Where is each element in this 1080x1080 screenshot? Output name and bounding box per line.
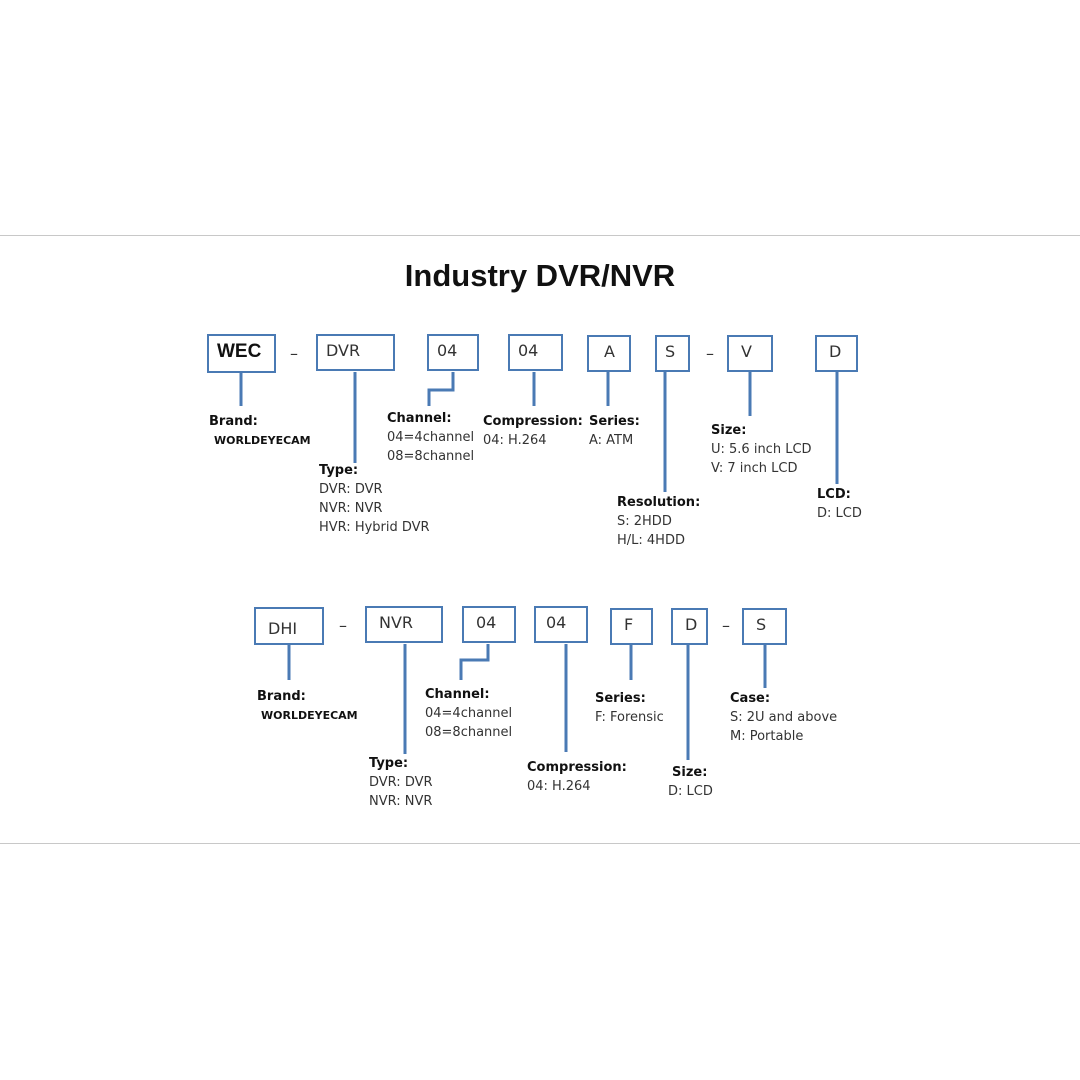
label-heading: Size:	[672, 765, 708, 780]
label-size: Size: U: 5.6 inch LCD V: 7 inch LCD	[711, 421, 812, 478]
label-line: A: ATM	[589, 433, 634, 448]
label-line: 04: H.264	[527, 779, 591, 794]
code-box-size: V	[727, 335, 773, 372]
bottom-rule	[0, 843, 1080, 844]
label-heading: Size:	[711, 423, 747, 438]
code-box-brand: DHI	[254, 607, 324, 645]
code-box-series: A	[587, 335, 631, 372]
separator-dash: –	[290, 344, 298, 363]
label-heading: Series:	[595, 691, 646, 706]
label-heading: Channel:	[425, 687, 490, 702]
label-line: D: LCD	[668, 784, 713, 799]
connector-channel-2	[459, 644, 490, 680]
code-box-size: D	[671, 608, 708, 645]
label-heading: Case:	[730, 691, 771, 706]
code-box-type: NVR	[365, 606, 443, 643]
label-line: 04=4channel	[387, 430, 475, 445]
code-box-lcd: D	[815, 335, 858, 372]
label-line: 08=8channel	[425, 725, 513, 740]
label-line: DVR: DVR	[369, 775, 433, 790]
label-heading: LCD:	[817, 487, 851, 502]
label-case: Case: S: 2U and above M: Portable	[730, 689, 837, 746]
label-line: V: 7 inch LCD	[711, 461, 798, 476]
label-line: DVR: DVR	[319, 482, 383, 497]
separator-dash: –	[722, 616, 730, 635]
code-box-brand: WEC	[207, 334, 276, 373]
label-heading: Brand:	[257, 689, 306, 704]
code-box-resolution: S	[655, 335, 690, 372]
label-series: Series: A: ATM	[589, 412, 640, 450]
label-brand: Brand: WORLDEYECAM	[209, 412, 311, 450]
code-box-channel: 04	[462, 606, 516, 643]
label-line: 04=4channel	[425, 706, 513, 721]
label-line: 08=8channel	[387, 449, 475, 464]
separator-dash: –	[339, 616, 347, 635]
separator-dash: –	[706, 344, 714, 363]
connector-channel-1	[427, 372, 455, 406]
label-line: D: LCD	[817, 506, 862, 521]
code-box-series: F	[610, 608, 653, 645]
label-line: M: Portable	[730, 729, 804, 744]
label-line: WORLDEYECAM	[261, 709, 358, 722]
label-line: 04: H.264	[483, 433, 547, 448]
label-type: Type: DVR: DVR NVR: NVR	[369, 754, 433, 811]
code-box-compression: 04	[508, 334, 563, 371]
label-line: H/L: 4HDD	[617, 533, 685, 548]
label-heading: Type:	[369, 756, 409, 771]
label-line: NVR: NVR	[369, 794, 433, 809]
label-line: S: 2HDD	[617, 514, 672, 529]
code-box-case: S	[742, 608, 787, 645]
label-heading: Type:	[319, 463, 359, 478]
label-line: S: 2U and above	[730, 710, 838, 725]
code-box-compression: 04	[534, 606, 588, 643]
label-compression: Compression: 04: H.264	[527, 758, 627, 796]
label-heading: Series:	[589, 414, 640, 429]
label-resolution: Resolution: S: 2HDD H/L: 4HDD	[617, 493, 700, 550]
label-heading: Compression:	[483, 414, 583, 429]
label-series: Series: F: Forensic	[595, 689, 664, 727]
label-brand: Brand: WORLDEYECAM	[257, 687, 358, 725]
label-line: HVR: Hybrid DVR	[319, 520, 430, 535]
label-size: Size: D: LCD	[668, 763, 713, 801]
label-line: NVR: NVR	[319, 501, 383, 516]
label-channel: Channel: 04=4channel 08=8channel	[387, 409, 474, 466]
label-channel: Channel: 04=4channel 08=8channel	[425, 685, 512, 742]
label-heading: Brand:	[209, 414, 258, 429]
label-line: U: 5.6 inch LCD	[711, 442, 812, 457]
label-heading: Resolution:	[617, 495, 701, 510]
label-heading: Compression:	[527, 760, 627, 775]
label-lcd: LCD: D: LCD	[817, 485, 862, 523]
label-compression: Compression: 04: H.264	[483, 412, 583, 450]
diagram-title: Industry DVR/NVR	[404, 258, 676, 293]
code-box-type: DVR	[316, 334, 395, 371]
label-line: WORLDEYECAM	[214, 434, 311, 447]
label-type: Type: DVR: DVR NVR: NVR HVR: Hybrid DVR	[319, 461, 430, 537]
code-box-channel: 04	[427, 334, 479, 371]
label-heading: Channel:	[387, 411, 452, 426]
top-rule	[0, 235, 1080, 236]
label-line: F: Forensic	[595, 710, 664, 725]
